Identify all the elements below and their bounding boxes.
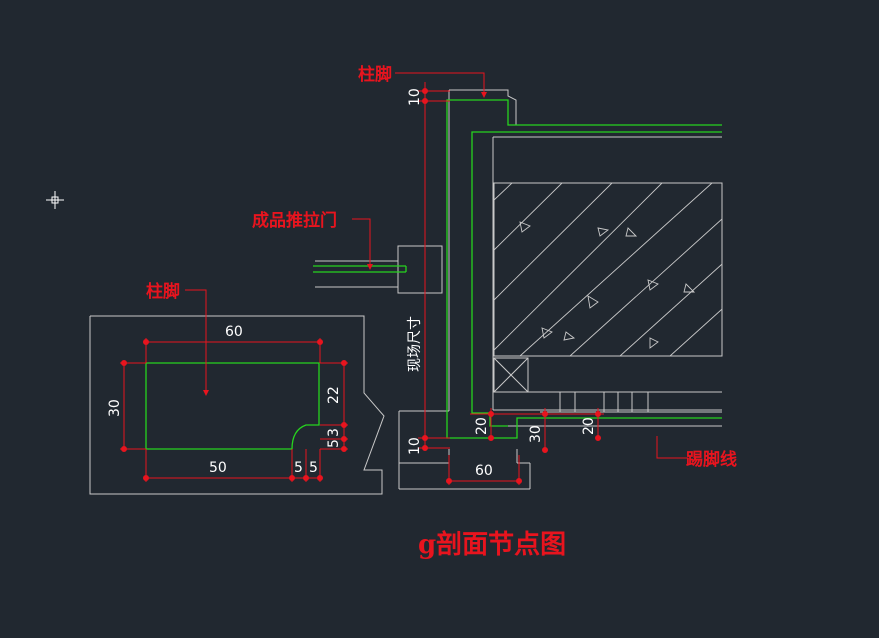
dim-detail-bottom-5a: 5	[294, 460, 303, 476]
dim-bottom-gap: 10	[407, 437, 423, 455]
dim-detail-height-left: 30	[107, 399, 123, 417]
dim-inner-20a: 20	[474, 417, 490, 435]
dim-top-gap: 10	[407, 88, 423, 106]
label-sliding-door: 成品推拉门	[252, 210, 337, 231]
dim-detail-right-5: 5	[326, 439, 342, 448]
dim-detail-right-3: 3	[326, 428, 342, 437]
drawing-title: g剖面节点图	[418, 529, 566, 560]
dim-detail-right-22: 22	[326, 386, 342, 404]
dim-detail-bottom-5b: 5	[309, 460, 318, 476]
label-skirting-line: 踢脚线	[686, 449, 737, 470]
leader-arrows	[203, 92, 487, 396]
label-pillar-base-top: 柱脚	[358, 64, 392, 85]
dim-detail-bottom-50: 50	[209, 460, 227, 476]
detail-dimensions	[120, 289, 348, 482]
label-pillar-base-detail: 柱脚	[146, 281, 180, 302]
site-dimension-text: 现场尺寸	[407, 316, 423, 372]
crosshair-icon	[46, 191, 64, 209]
concrete-aggregate	[519, 221, 696, 349]
red-dimension-lines	[352, 72, 688, 485]
green-profile	[313, 99, 722, 439]
detail-profile	[145, 362, 320, 450]
dim-inner-30: 30	[528, 425, 544, 443]
main-section-outline	[315, 89, 723, 490]
dim-base-60: 60	[475, 463, 493, 479]
dim-inner-20b: 20	[581, 417, 597, 435]
concrete-hatch	[494, 183, 722, 356]
detail-outline	[89, 315, 385, 495]
dim-detail-width-top: 60	[225, 324, 243, 340]
